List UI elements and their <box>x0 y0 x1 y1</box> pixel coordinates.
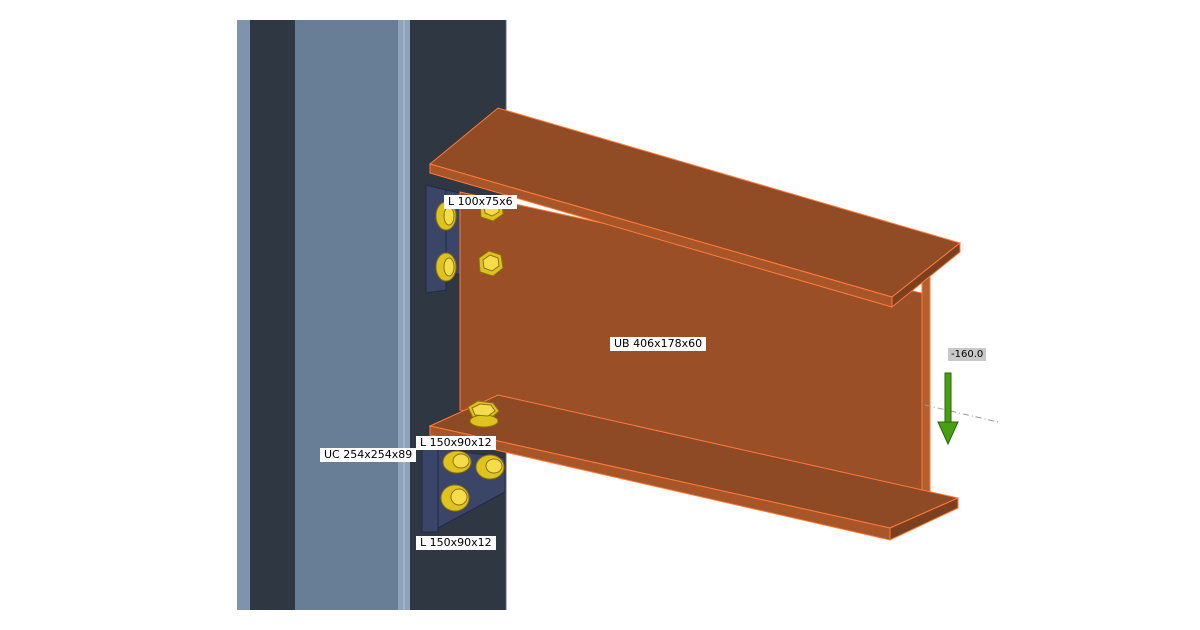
bolt-icon <box>442 450 472 474</box>
column-left-edge <box>237 20 250 610</box>
load-arrow-icon <box>924 372 999 446</box>
beam-web-end <box>921 274 931 523</box>
load-reference-line <box>924 404 999 423</box>
load-value-label: -160.0 <box>948 348 987 361</box>
bolt-icon <box>478 250 504 277</box>
bolt-icon <box>435 252 457 282</box>
column-label: UC 254x254x89 <box>320 448 417 462</box>
seat-angle-leg-vertical <box>421 444 439 533</box>
beam-bottom-flange-end <box>889 497 959 541</box>
column-web <box>295 20 398 610</box>
beam-label: UB 406x178x60 <box>610 337 707 351</box>
beam-top-flange-end <box>891 241 961 309</box>
seat-angle-lower-label: L 150x90x12 <box>416 536 496 550</box>
bolt-icon <box>440 484 470 512</box>
beam <box>428 107 962 541</box>
seat-angle-upper-label: L 150x90x12 <box>416 436 496 450</box>
bolt-icon <box>467 400 500 428</box>
column-left-flange <box>250 20 295 610</box>
bolt-icon <box>475 454 505 480</box>
top-angle-label: L 100x75x6 <box>444 195 517 209</box>
bolts <box>435 196 505 512</box>
